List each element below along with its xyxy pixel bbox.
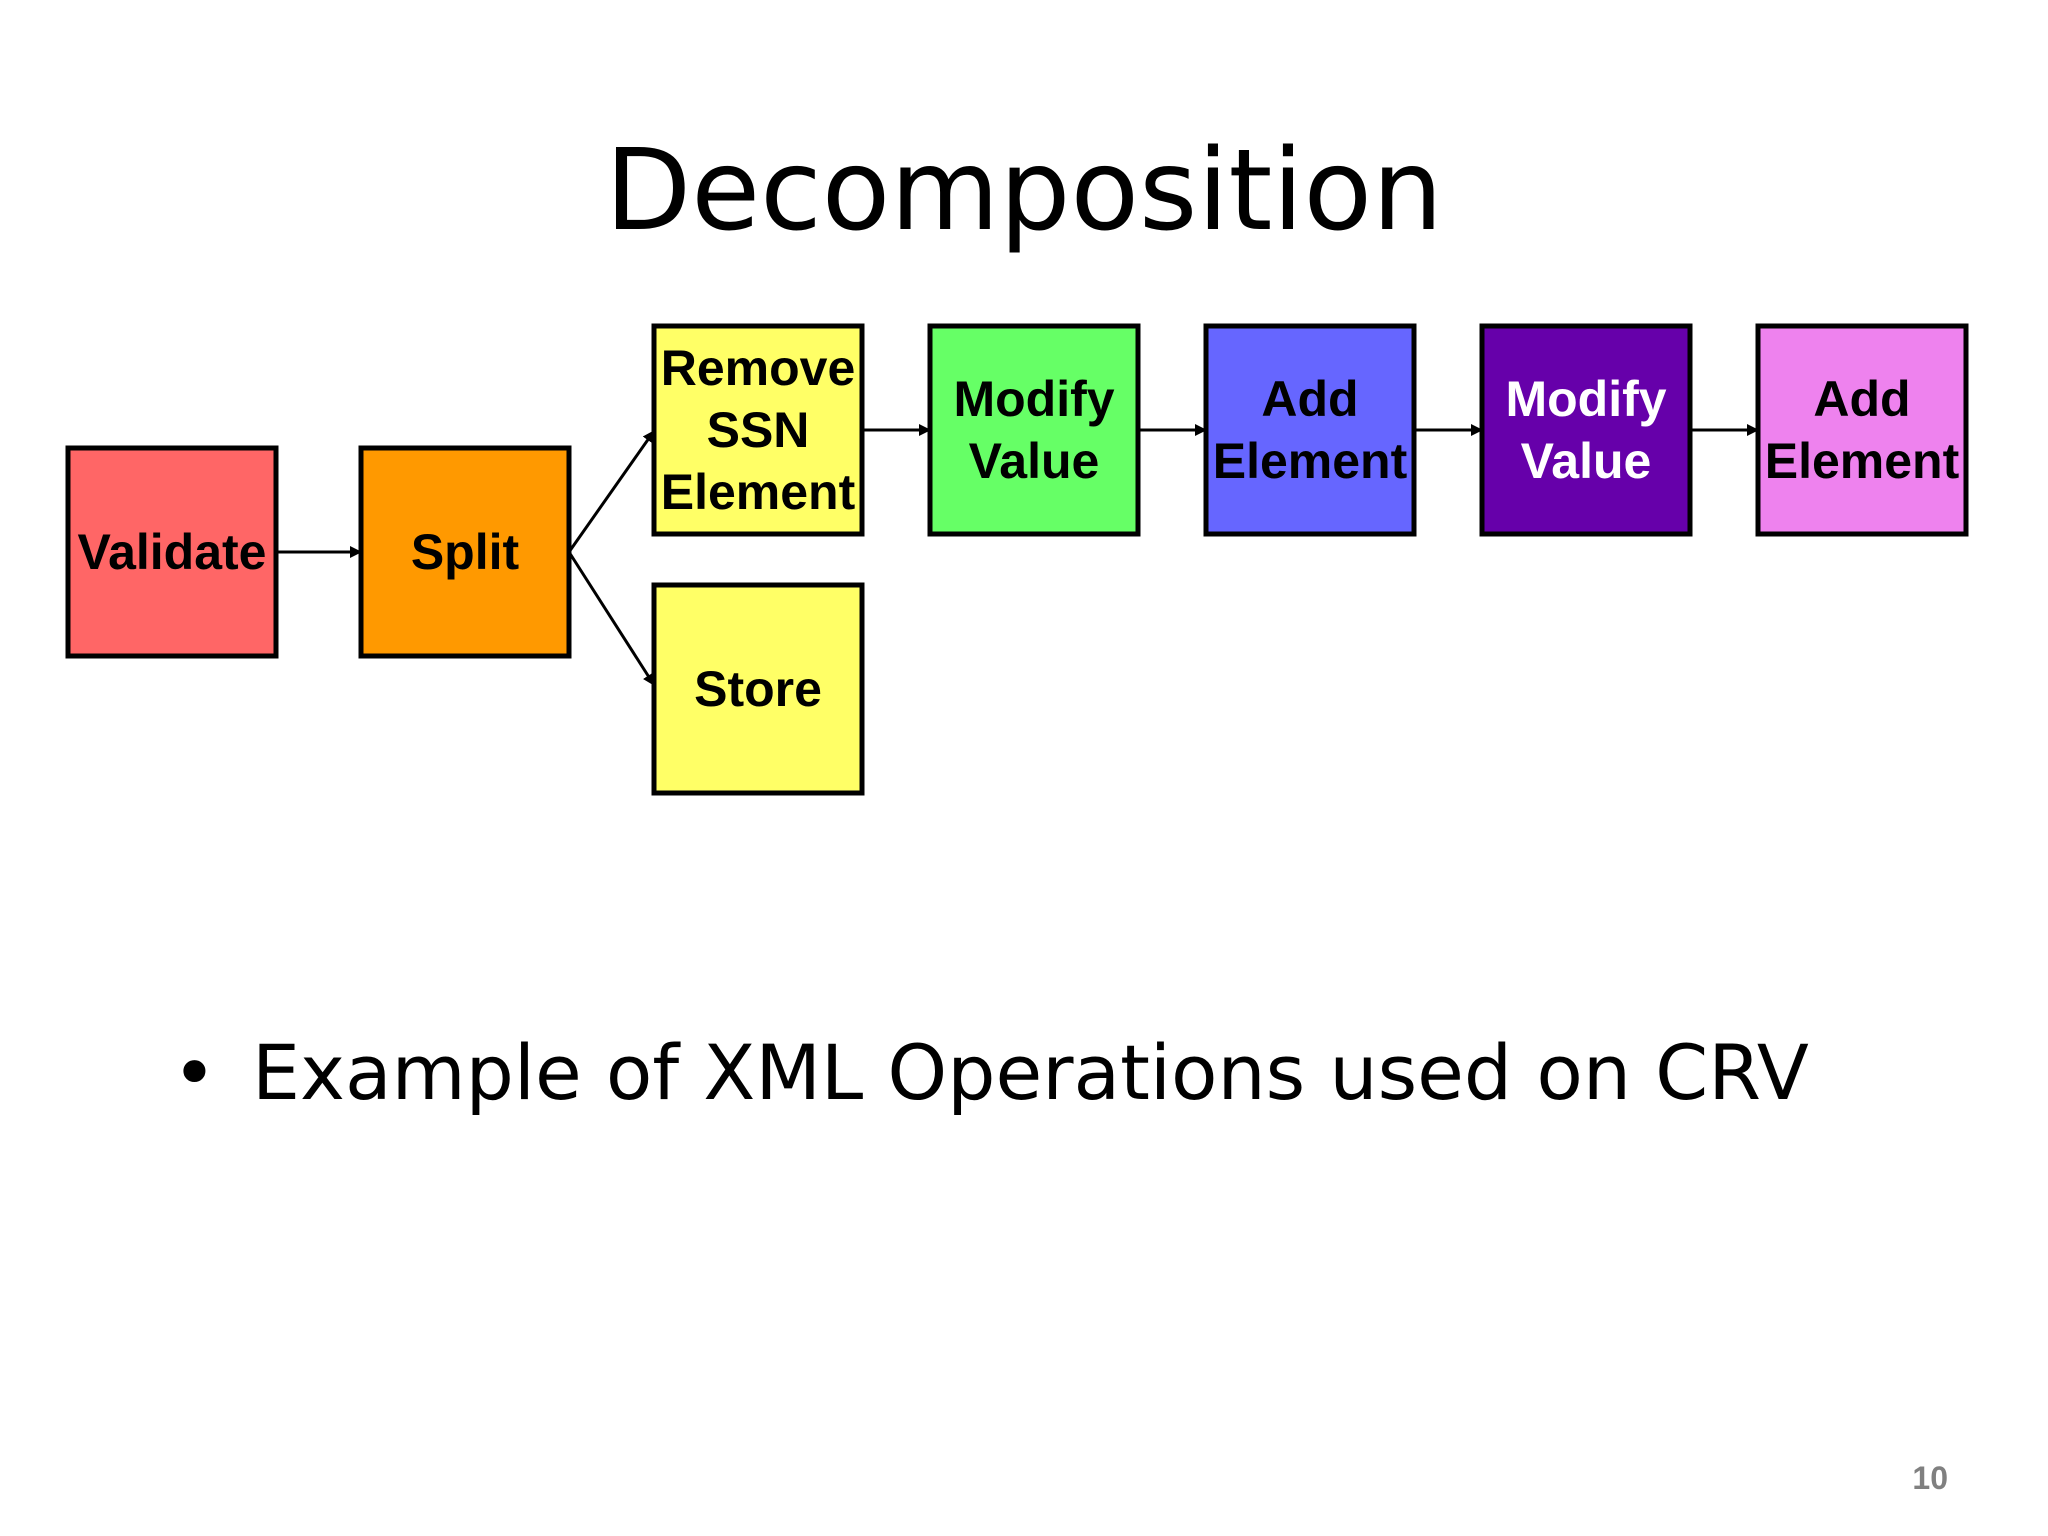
node-box-split	[358, 445, 572, 659]
bullet-text: Example of XML Operations used on CRV	[252, 1028, 1809, 1117]
node-box-modify-value-1	[927, 323, 1141, 537]
node-validate: Validate	[65, 445, 279, 659]
node-label-remove-ssn: Element	[661, 464, 856, 520]
node-box-store	[651, 582, 865, 796]
node-store: Store	[651, 582, 865, 796]
node-label-modify-value-2: Modify	[1505, 371, 1666, 427]
bullet-item: • Example of XML Operations used on CRV	[172, 1028, 1809, 1117]
node-split: Split	[358, 445, 572, 659]
node-box-validate	[65, 445, 279, 659]
node-label-add-element-2: Element	[1765, 433, 1960, 489]
node-label-store: Store	[694, 661, 822, 717]
node-label-add-element-2: Add	[1813, 371, 1910, 427]
node-label-modify-value-2: Value	[1521, 433, 1652, 489]
node-label-remove-ssn: Remove	[661, 340, 856, 396]
node-box-add-element-2	[1755, 323, 1969, 537]
node-box-add-element-1	[1203, 323, 1417, 537]
node-label-split: Split	[411, 524, 520, 580]
arrow-split-to-store	[567, 551, 656, 686]
slide-title: Decomposition	[605, 126, 1443, 256]
bullet-dot: •	[172, 1028, 217, 1117]
page-number: 10	[1912, 1460, 1948, 1496]
node-box-modify-value-2	[1479, 323, 1693, 537]
node-label-add-element-1: Element	[1213, 433, 1408, 489]
node-label-add-element-1: Add	[1261, 371, 1358, 427]
node-label-validate: Validate	[78, 524, 267, 580]
edges-layer	[276, 424, 1759, 686]
node-label-modify-value-1: Value	[969, 433, 1100, 489]
node-label-remove-ssn: SSN	[707, 402, 810, 458]
arrow-split-to-remove-ssn	[567, 430, 656, 553]
node-box-remove-ssn	[651, 323, 865, 537]
node-label-modify-value-1: Modify	[953, 371, 1114, 427]
